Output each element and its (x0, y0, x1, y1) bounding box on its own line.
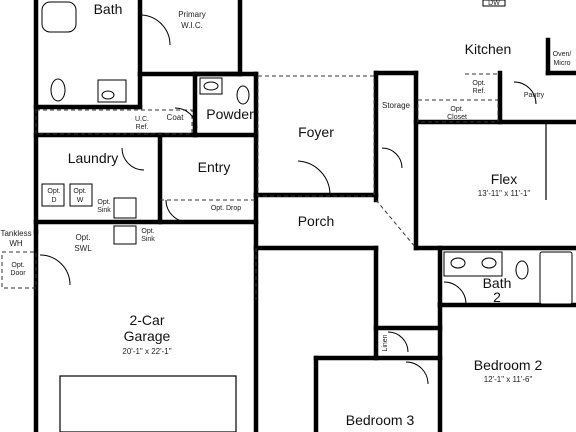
opt-swl-label-1: Opt. (75, 233, 90, 242)
doors (39, 14, 537, 385)
opt-ref-label-1: Opt. (472, 80, 485, 87)
uc-ref-label-1: U.C. (135, 116, 149, 123)
linen-label: Linen (382, 334, 389, 351)
bath2-label-2: 2 (493, 289, 501, 305)
fixtures (41, 0, 573, 305)
flex-label: Flex (491, 171, 517, 187)
porch-label: Porch (298, 213, 335, 229)
opt-d-label-2: D (51, 197, 56, 204)
opt-sink-laundry-label-2: Sink (97, 207, 111, 214)
bedroom2-label: Bedroom 2 (474, 357, 543, 373)
opt-drop-label: Opt. Drop (211, 205, 241, 212)
opt-closet-label-1: Opt. (450, 106, 463, 113)
opt-sink-laundry-label-1: Opt. (97, 199, 110, 206)
opt-ref-label-2: Ref. (473, 88, 486, 95)
bath-label: Bath (94, 1, 123, 17)
opt-sink-garage-label-1: Opt. (141, 228, 154, 235)
oven-micro-label-1: Oven/ (553, 51, 572, 58)
kitchen-label: Kitchen (465, 41, 512, 57)
opt-door-label-2: Door (10, 270, 26, 277)
powder-label: Powder (206, 106, 254, 122)
tankless-wh-label-2: WH (9, 239, 23, 248)
uc-ref-label-2: Ref. (136, 124, 149, 131)
pantry-label: Pantry (524, 92, 545, 99)
coat-label: Coat (167, 113, 185, 122)
storage-label: Storage (382, 101, 411, 110)
laundry-label: Laundry (68, 150, 119, 166)
garage-dimensions: 20'-1" x 22'-1" (122, 347, 171, 356)
garage-label-1: 2-Car (129, 312, 164, 328)
opt-door-label-1: Opt. (11, 262, 24, 269)
bedroom2-dimensions: 12'-1" x 11'-6" (484, 375, 533, 384)
opt-closet-label-2: Closet (447, 114, 467, 121)
foyer-label: Foyer (298, 124, 334, 140)
dashed-lines (1, 10, 547, 432)
opt-w-label-2: W (77, 197, 84, 204)
oven-micro-label-2: Micro (553, 60, 570, 67)
garage-label-2: Garage (124, 328, 171, 344)
opt-d-label-1: Opt. (47, 188, 60, 195)
bedroom3-label: Bedroom 3 (346, 412, 415, 428)
primary-wic-label-1: Primary (178, 10, 206, 19)
opt-swl-label-2: SWL (74, 244, 92, 253)
dw-label: DW (488, 0, 500, 7)
opt-sink-garage-label-2: Sink (141, 236, 155, 243)
flex-dimensions: 13'-11" x 11'-1" (478, 189, 531, 198)
primary-wic-label-2: W.I.C. (181, 21, 203, 30)
entry-label: Entry (198, 159, 231, 175)
bath2-label-1: Bath (483, 275, 512, 291)
tankless-wh-label-1: Tankless (0, 229, 31, 238)
opt-w-label-1: Opt. (73, 188, 86, 195)
